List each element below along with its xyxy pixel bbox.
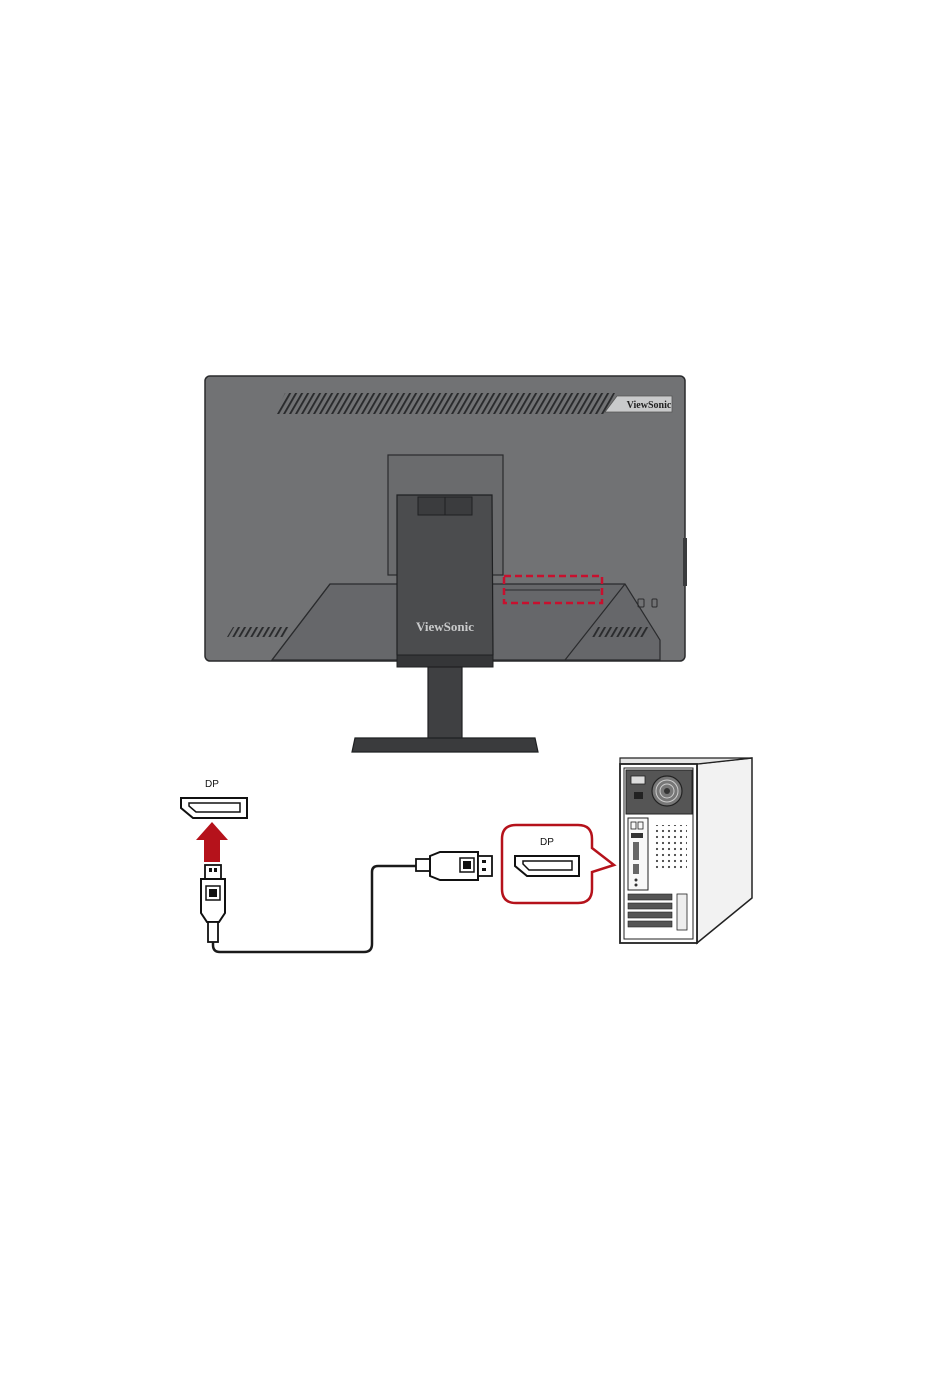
lower-left-vent xyxy=(227,627,290,637)
dp-connector-icon-vertical xyxy=(201,865,225,942)
stand-base xyxy=(352,738,538,752)
pc-port-callout: DP xyxy=(502,825,614,903)
up-arrow-icon xyxy=(196,822,228,862)
dp-cable xyxy=(213,866,428,952)
top-vent xyxy=(275,393,615,414)
lower-right-vent xyxy=(592,627,652,637)
computer-tower-icon xyxy=(620,758,752,943)
side-button xyxy=(683,538,687,586)
pc-port-label: DP xyxy=(540,837,554,848)
stand-pole xyxy=(428,667,462,742)
monitor-dp-port: DP xyxy=(181,779,247,818)
dp-connector-icon-horizontal xyxy=(416,852,492,880)
monitor-port-label: DP xyxy=(205,779,219,790)
monitor-rear: ViewSonic ViewSonic xyxy=(205,376,687,752)
stand-neck xyxy=(397,495,493,664)
brand-stand: ViewSonic xyxy=(416,619,474,634)
brand-top: ViewSonic xyxy=(627,400,672,411)
